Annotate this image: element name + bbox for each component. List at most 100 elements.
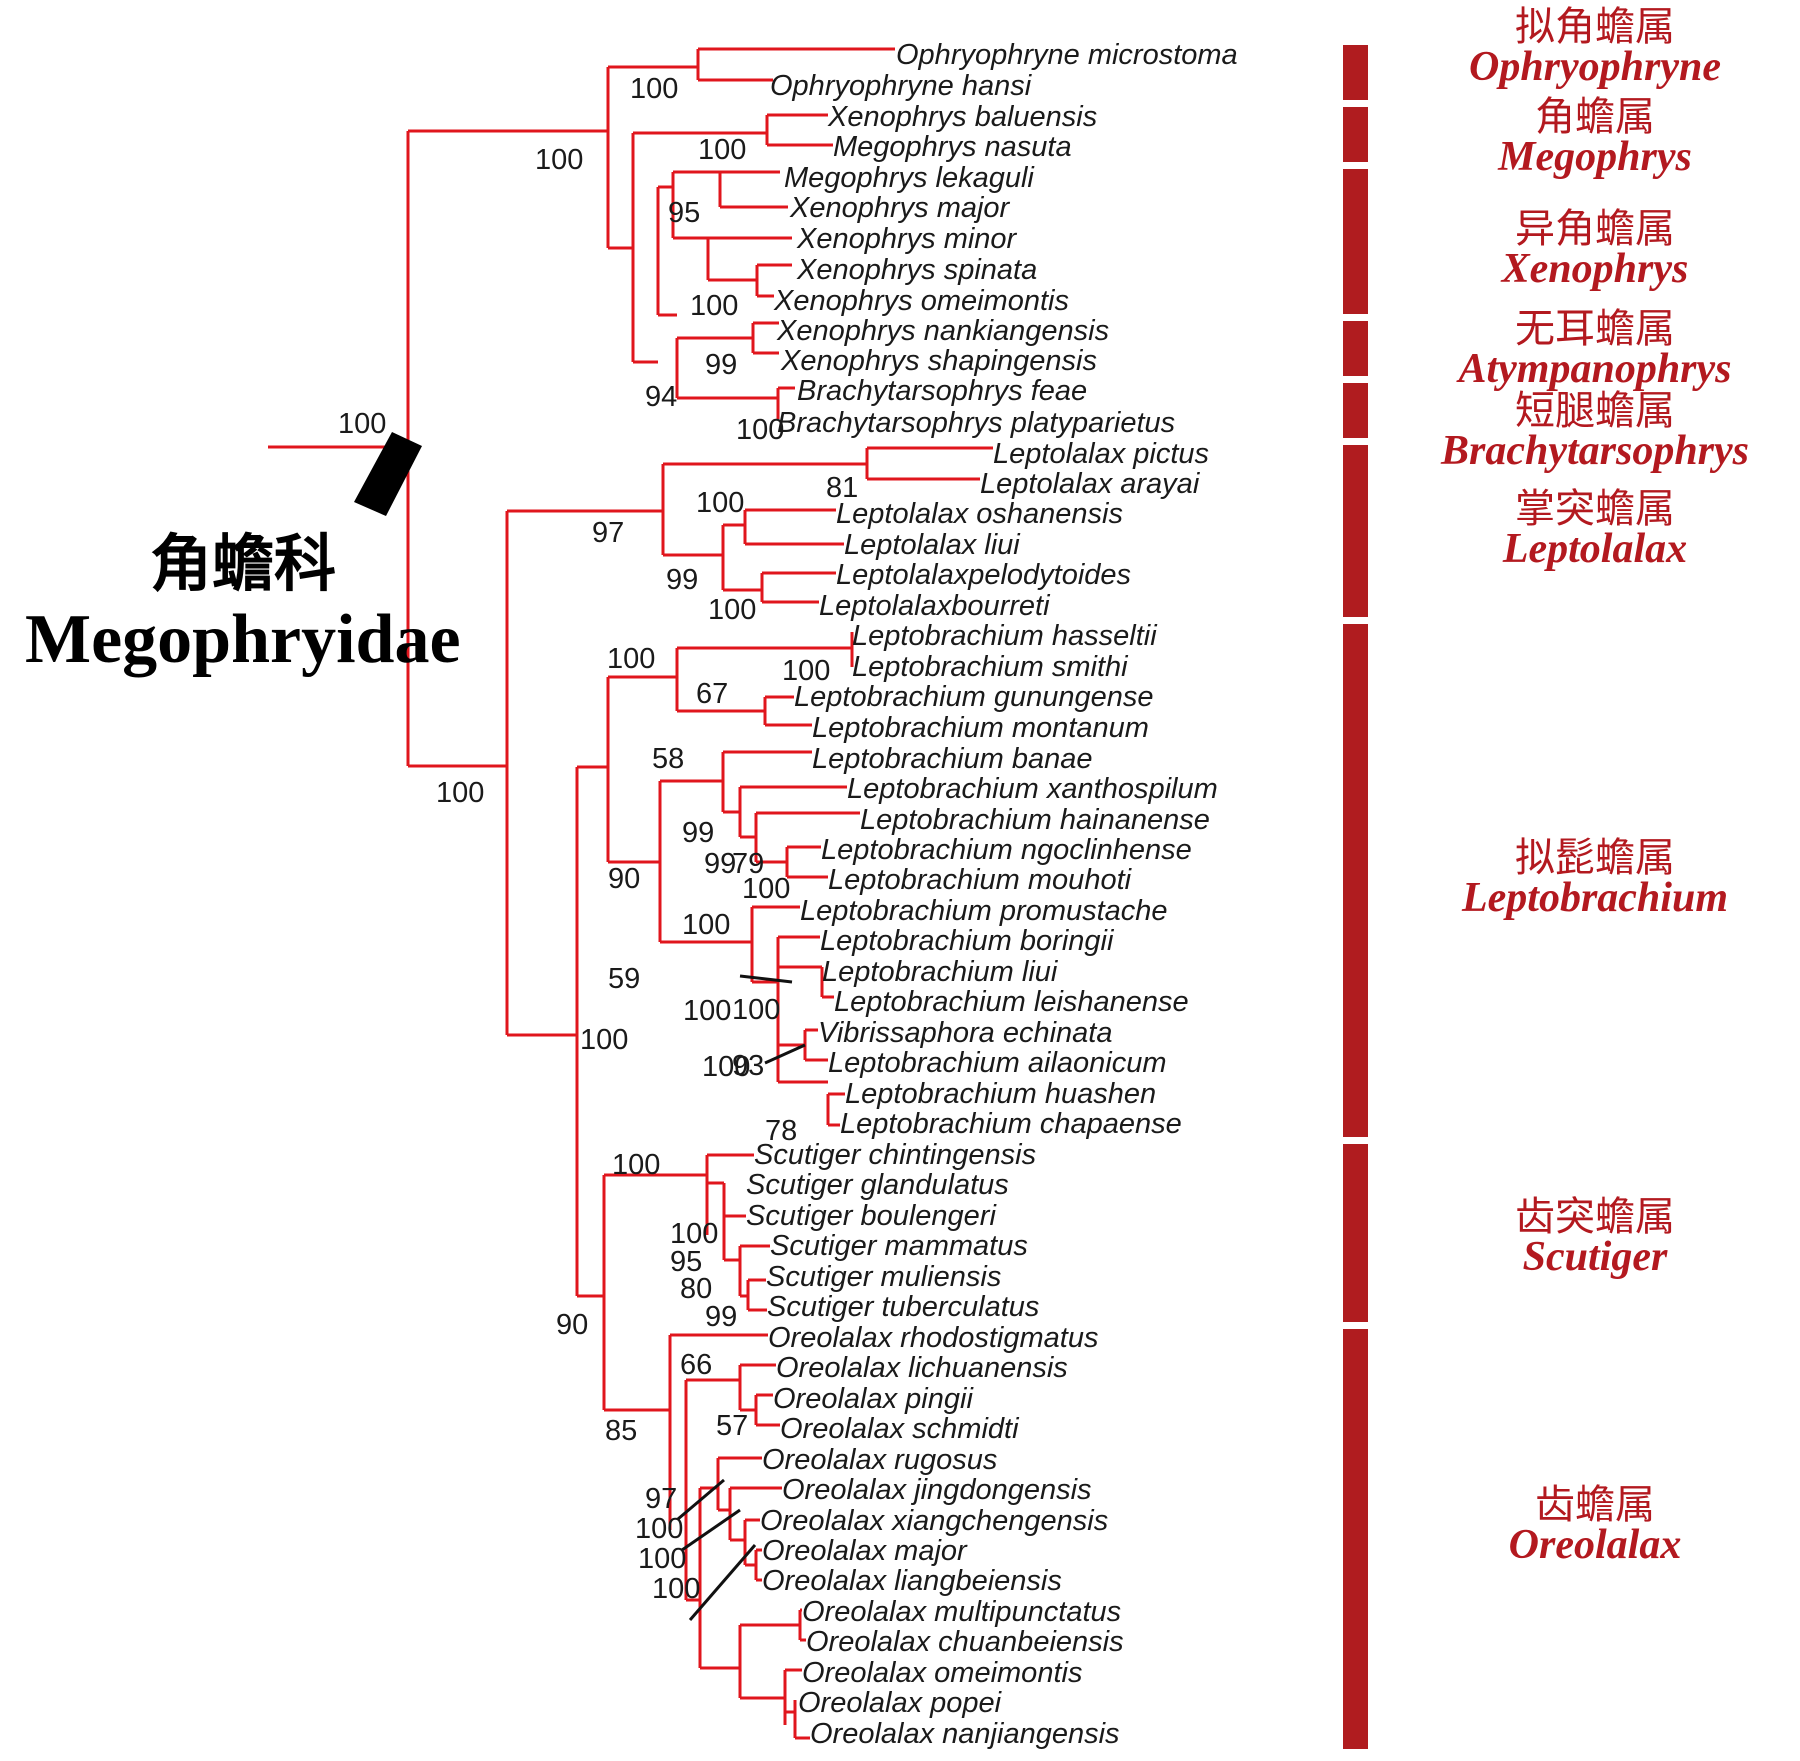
taxon-label: Oreolalax jingdongensis	[782, 1474, 1092, 1506]
genus-latin-label: Ophryophryne	[1469, 44, 1721, 90]
genus-chinese-label: 异角蟾属	[1515, 206, 1675, 252]
taxon-label: Xenophrys major	[789, 192, 1011, 224]
branch-pelodytoides-bourreti	[723, 571, 836, 604]
taxon-label: Leptobrachium hainanense	[860, 804, 1210, 836]
taxon-label: Xenophrys omeimontis	[773, 285, 1069, 317]
taxon-label: Xenophrys minor	[796, 223, 1018, 255]
genus-latin-label: Leptobrachium	[1461, 875, 1728, 921]
support-value: 100	[736, 414, 784, 446]
taxon-label: Oreolalax rhodostigmatus	[768, 1322, 1098, 1354]
taxon-label: Oreolalax omeimontis	[802, 1657, 1082, 1689]
support-value: 66	[680, 1349, 712, 1381]
family-latin-label: Megophryidae	[25, 601, 461, 678]
taxon-label: Leptolalaxpelodytoides	[836, 559, 1131, 591]
support-value: 100	[670, 1218, 718, 1250]
taxon-label: Oreolalax chuanbeiensis	[806, 1626, 1124, 1658]
support-value: 100	[683, 995, 731, 1027]
branch-core-megophrys	[608, 133, 635, 362]
genus-bar-brachytarsophrys	[1343, 383, 1368, 438]
genus-bar-leptolalax	[1343, 445, 1368, 617]
genus-bar-xenophrys	[1343, 169, 1368, 314]
support-value: 100	[535, 144, 583, 176]
taxon-label: Brachytarsophrys feae	[797, 375, 1087, 407]
taxon-label: Leptobrachium gunungense	[794, 681, 1154, 713]
branch-omeimontis-group	[783, 1668, 810, 1740]
taxon-label: Oreolalax major	[762, 1535, 968, 1567]
support-value: 94	[645, 381, 677, 413]
support-value: 100	[607, 643, 655, 675]
branch-multipunctatus-group	[700, 1623, 800, 1700]
branch-lepto-group1	[608, 648, 679, 711]
taxon-label: Megophrys lekaguli	[784, 162, 1035, 194]
taxon-label: Leptolalax arayai	[980, 468, 1201, 500]
leader-line	[681, 1508, 741, 1552]
branch-multi-chuan	[798, 1608, 806, 1642]
support-value: 95	[670, 1246, 702, 1278]
support-value: 100	[635, 1513, 683, 1545]
branch-xenophrys	[658, 172, 675, 238]
taxon-label: Leptolalaxbourreti	[819, 590, 1051, 622]
branch-huashen-chapaense	[778, 1080, 845, 1127]
taxon-label: Leptobrachium montanum	[812, 712, 1149, 744]
taxon-label: Leptobrachium ailaonicum	[828, 1047, 1167, 1079]
branch-scutiger-inner	[707, 1153, 754, 1260]
taxon-label: Leptolalax liui	[844, 529, 1021, 561]
support-value: 100	[696, 487, 744, 519]
taxon-label: Scutiger mammatus	[770, 1230, 1028, 1262]
support-value: 99	[704, 848, 736, 880]
leader-line	[688, 1544, 757, 1621]
branch-scutiger	[604, 1155, 709, 1235]
support-value: 100	[630, 73, 678, 105]
taxon-label: Oreolalax schmidti	[780, 1413, 1020, 1445]
branch-boringii-group	[778, 935, 834, 999]
leader-line	[739, 974, 793, 984]
branch-xanthospilum-hainanense	[740, 785, 860, 862]
taxon-label: Leptobrachium liui	[822, 956, 1059, 988]
family-chinese-label: 角蟾科	[150, 527, 336, 600]
family-marker	[354, 432, 422, 516]
taxon-label: Vibrissaphora echinata	[818, 1017, 1113, 1049]
branch-oreolalax	[604, 1335, 672, 1530]
support-value: 90	[608, 863, 640, 895]
branch-gunungense-montanum	[677, 695, 812, 727]
genus-latin-label: Scutiger	[1523, 1234, 1668, 1280]
genus-latin-label: Brachytarsophrys	[1440, 428, 1749, 474]
taxon-label: Scutiger boulengeri	[746, 1200, 997, 1232]
support-value: 80	[680, 1273, 712, 1305]
branch-banae-group	[660, 750, 812, 837]
support-value: 100	[708, 594, 756, 626]
branch-minor-group	[673, 236, 792, 298]
support-value: 100	[638, 1543, 686, 1575]
genus-chinese-label: 齿蟾属	[1535, 1482, 1655, 1528]
support-value: 99	[682, 817, 714, 849]
support-value: 93	[732, 1050, 764, 1082]
taxon-label: Oreolalax xiangchengensis	[760, 1505, 1108, 1537]
support-value: 100	[732, 994, 780, 1026]
leader-line	[764, 1043, 806, 1065]
branch-lichuanensis-group	[686, 1363, 780, 1427]
branch-ophryophryne	[608, 47, 895, 82]
branch-leptolalax	[507, 464, 665, 555]
taxon-label: Oreolalax popei	[798, 1687, 1003, 1719]
genus-latin-label: Megophrys	[1497, 134, 1692, 180]
taxon-label: Xenophrys nankiangensis	[776, 315, 1109, 347]
tree-branches	[268, 47, 993, 1740]
branch-leptobrachium	[577, 677, 610, 862]
support-value: 95	[668, 197, 700, 229]
taxon-labels: Ophryophryne microstoma Ophryophryne han…	[746, 39, 1238, 1750]
taxon-label: Leptobrachium ngoclinhense	[821, 834, 1192, 866]
genus-chinese-label: 角蟾属	[1535, 94, 1655, 140]
branch-scutiger-oreolalax	[577, 1175, 606, 1410]
support-value: 59	[608, 963, 640, 995]
taxon-label: Leptobrachium chapaense	[840, 1108, 1182, 1140]
branch-baluensis-nasuta	[633, 113, 833, 147]
genus-bar-megophrys	[1343, 107, 1368, 162]
support-value: 99	[705, 1301, 737, 1333]
taxon-label: Leptobrachium boringii	[820, 925, 1115, 957]
taxon-label: Leptobrachium xanthospilum	[847, 773, 1218, 805]
genus-labels: 拟角蟾属 Ophryophryne 角蟾属 Megophrys 异角蟾属 Xen…	[1440, 4, 1749, 1568]
genus-chinese-label: 拟角蟾属	[1515, 4, 1675, 50]
taxon-label: Xenophrys spinata	[796, 254, 1037, 286]
taxon-label: Oreolalax multipunctatus	[802, 1596, 1121, 1628]
support-value: 100	[702, 1051, 750, 1083]
